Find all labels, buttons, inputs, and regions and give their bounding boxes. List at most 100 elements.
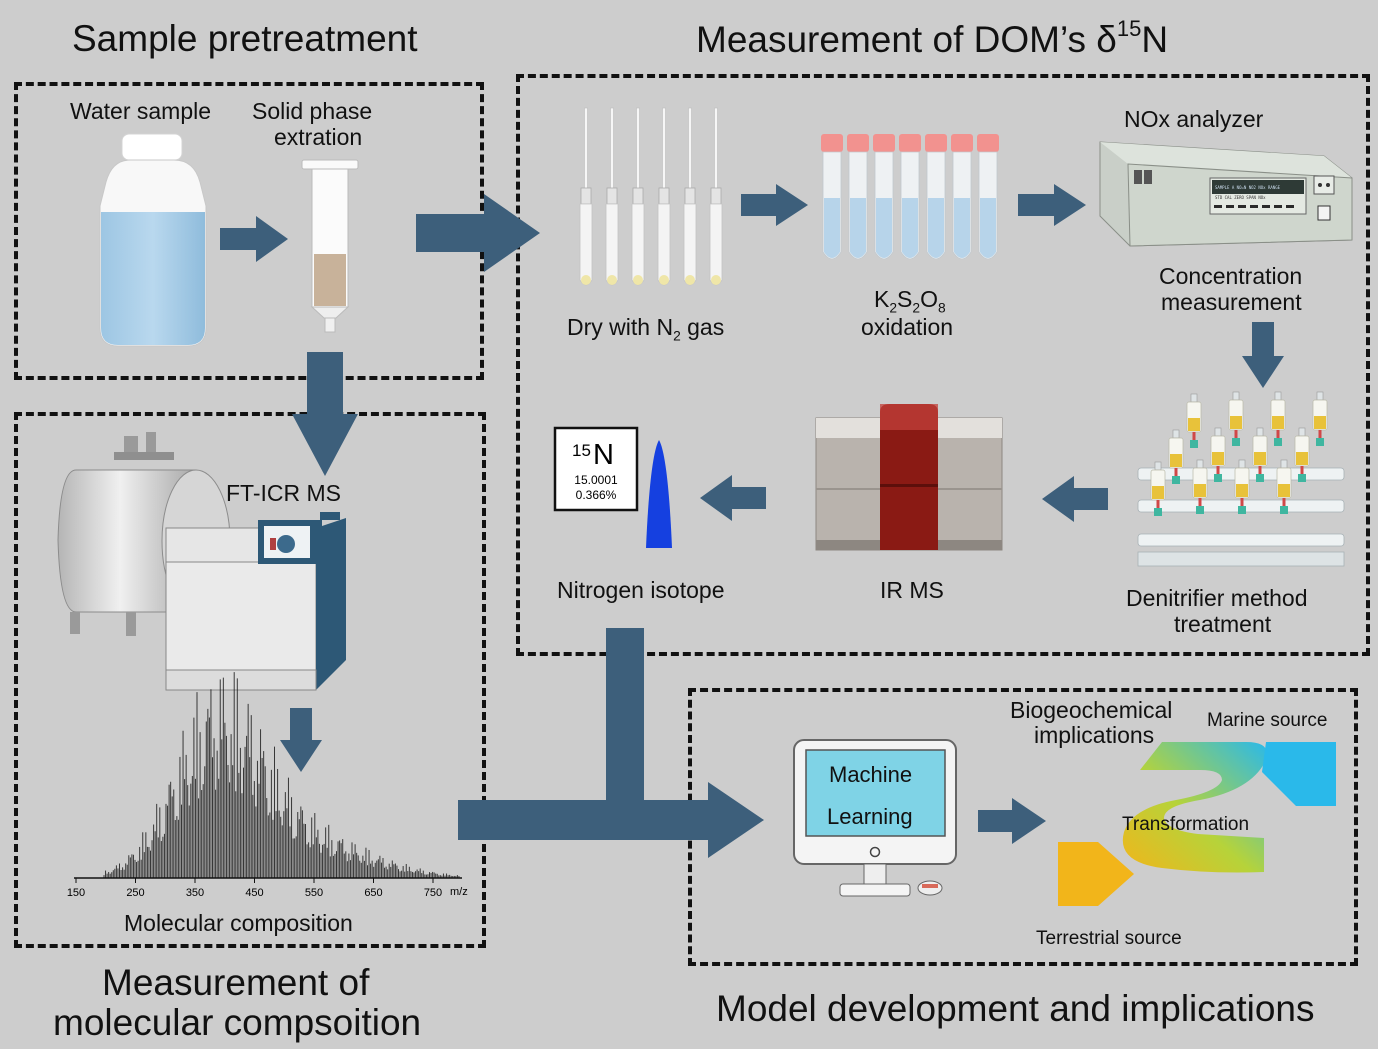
drying-tubes-icon [579,107,723,286]
label-fticr-ms: FT-ICR MS [226,480,341,506]
ft-icr-ms-instrument-icon [57,432,346,691]
k2s2o8-k-sub: 2 [889,300,898,316]
syringe-top [1154,461,1162,471]
vial [709,203,723,286]
tube-solution [980,198,996,258]
needle-hub [658,187,670,205]
arrow-conc-to-denitrifier [1242,322,1284,388]
syringe-connector [1280,506,1288,514]
tube-cap [925,134,947,152]
needle-hub [684,187,696,205]
denitrifier-apparatus-icon [1137,391,1345,567]
spe-cartridge-icon [301,159,359,333]
spectrum-tick-label: 750 [424,887,442,899]
label-dry-pre: Dry with N [567,314,674,340]
title-dom-d15n-pre: Measurement of DOM’s δ [696,19,1117,60]
label-dry-sub: 2 [673,328,681,344]
syringe-liquid [1188,418,1200,431]
vial [579,203,593,286]
arrow-dry-to-oxidation [741,184,808,226]
syringe-top [1280,459,1288,469]
syringe-top [1196,459,1204,469]
needle-hub [580,187,592,205]
tube-cap [899,134,921,152]
tube-solution [824,198,840,258]
syringe-valve [1156,500,1160,508]
arrow-merge-to-ml [458,628,764,858]
tube-solution [850,198,866,258]
needle [662,107,666,191]
syringe-liquid [1152,486,1164,499]
syringe-liquid [1236,484,1248,497]
syringe-valve [1174,468,1178,476]
label-dry-n2: Dry with N2 gas [567,314,724,350]
isotope-peak-icon [646,440,672,548]
label-oxidation: oxidation [861,314,954,340]
syringe-valve [1240,498,1244,506]
spectrum-tick-label: 150 [67,887,85,899]
syringe-top [1298,427,1306,437]
arrow-oxidation-to-nox [1018,184,1086,226]
tube-solution [928,198,944,258]
syringe-valve [1234,430,1238,438]
k2s2o8-o-sub: 8 [937,300,946,316]
syringe-valve [1318,430,1322,438]
box-molecular [14,412,486,948]
label-marine-source: Marine source [1207,710,1328,731]
nox-analyzer-icon: SAMPLE A NO=N NO2 NOx RANGE STD CAL ZERO… [1099,141,1353,247]
label-transformation: Transformation [1122,814,1250,835]
syringe-liquid [1272,416,1284,429]
element-symbol: N [593,439,614,471]
k2s2o8-o: O [920,286,938,312]
syringe-liquid [1194,484,1206,497]
vial-residue [633,275,643,285]
tube-cap [977,134,999,152]
water-bottle-icon [99,133,207,347]
syringe-top [1316,391,1324,401]
syringe-valve [1198,498,1202,506]
label-dry-post: gas [680,314,725,340]
title-molecular-line2: molecular compsoition [53,1002,422,1043]
syringe-connector [1172,476,1180,484]
label-denit-line2: treatment [1174,611,1272,637]
label-molecular-composition: Molecular composition [124,910,353,936]
syringe-connector [1298,474,1306,482]
syringe-valve [1216,466,1220,474]
syringe-connector [1190,440,1198,448]
k2s2o8-k: K [874,286,890,312]
syringe-liquid [1296,452,1308,465]
arrow-ftms-to-spectrum [280,708,322,772]
arrow-pretreatment-to-ftms [292,352,358,476]
needle [714,107,718,191]
element-mass-number: 15 [572,441,591,460]
nox-display-line2: STD CAL ZERO SPAN NOx [1215,195,1266,200]
needle-hub [632,187,644,205]
label-conc-line1: Concentration [1159,263,1303,289]
label-ml-line1: Machine [829,762,913,787]
syringe-liquid [1278,484,1290,497]
syringe-valve [1282,498,1286,506]
label-biogeo-line1: Biogeochemical [1010,697,1173,723]
syringe-connector [1274,438,1282,446]
spectrum-peaks [103,672,460,878]
marine-source-arrow [1262,742,1336,806]
vial [631,203,645,286]
label-ml-line2: Learning [827,804,913,829]
label-water-sample: Water sample [70,98,212,124]
title-dom-d15n-post: N [1141,19,1169,60]
nox-display-line1: SAMPLE A NO=N NO2 NOx RANGE [1215,185,1281,190]
syringe-liquid [1254,452,1266,465]
vial-residue [659,275,669,285]
syringe-top [1172,429,1180,439]
arrow-denitrifier-to-irms [1042,476,1108,522]
computer-monitor-icon [793,739,957,897]
syringe-top [1232,391,1240,401]
spectrum-tick-label: 350 [186,887,204,899]
label-spe-line1: Solid phase [252,98,373,124]
arrow-ml-to-implications [978,798,1046,844]
title-dom-d15n-sup: 15 [1116,16,1142,41]
spectrum-tick-label: 450 [245,887,263,899]
vial [683,203,697,286]
